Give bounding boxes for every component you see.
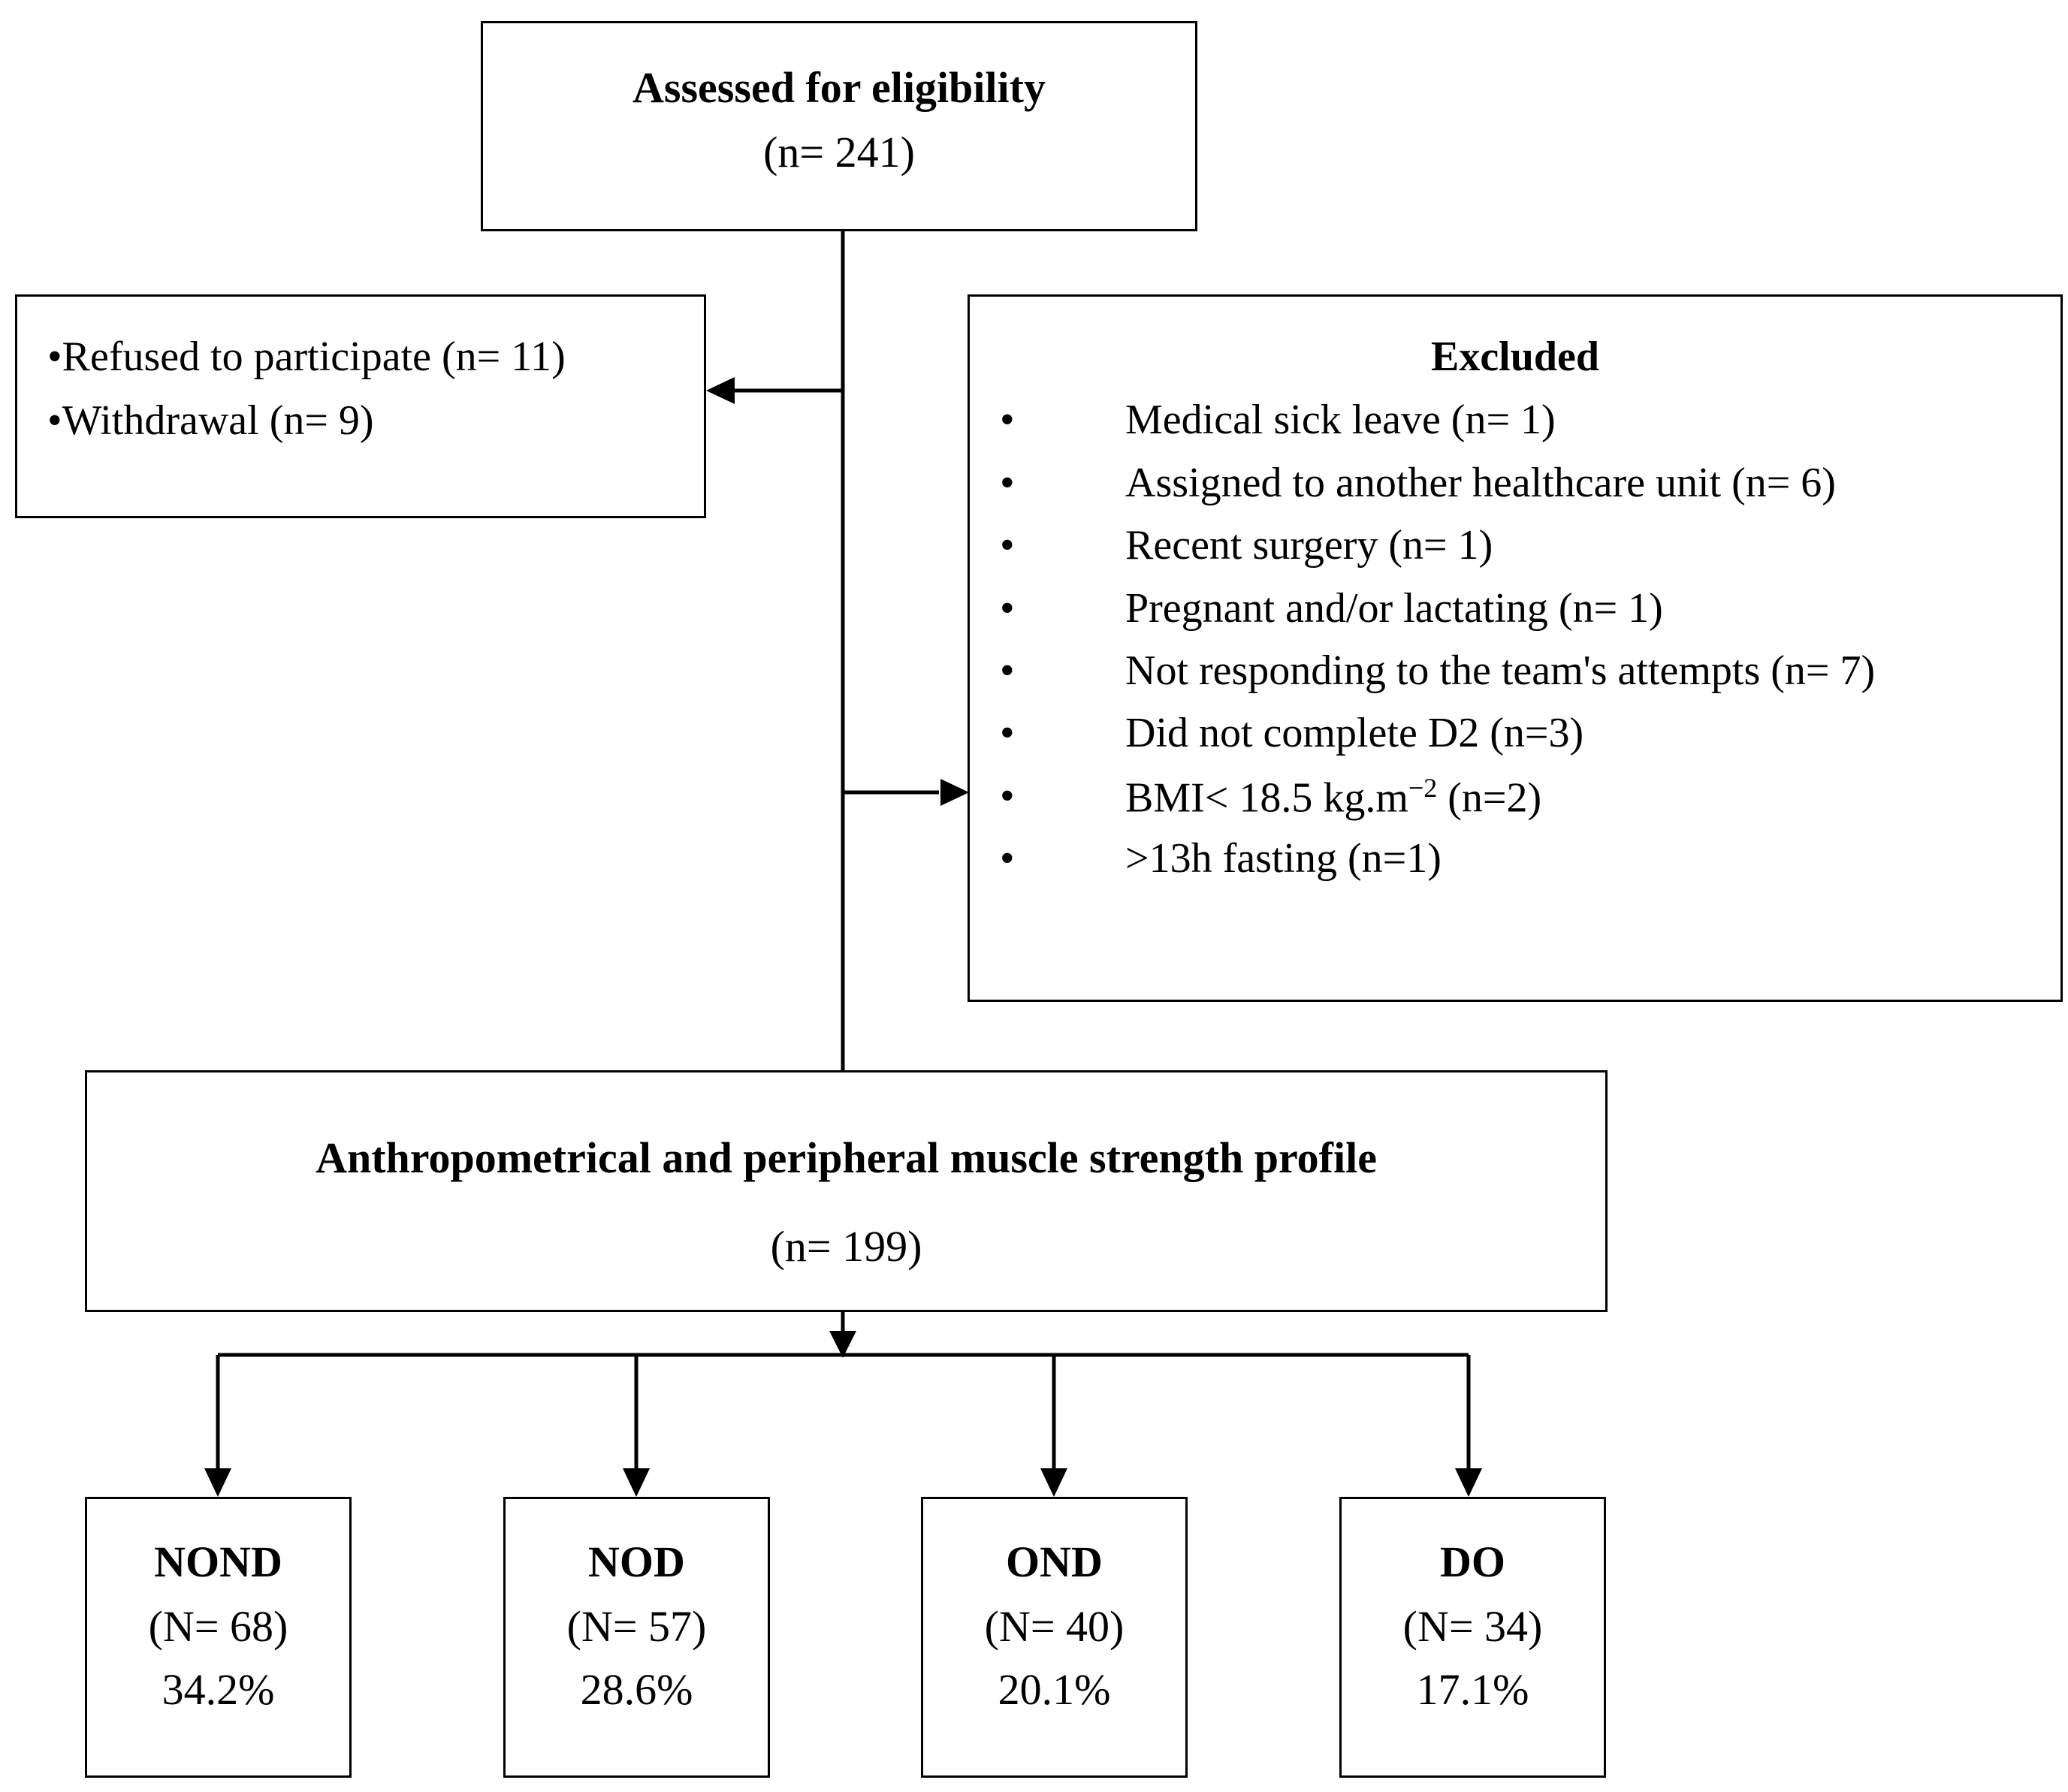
bullet-icon: • <box>1000 460 1015 506</box>
group-percent: 20.1% <box>998 1665 1111 1714</box>
left-exclusion-text: Withdrawal (n= 9) <box>62 397 374 444</box>
arrow-down-ond-icon <box>1040 1468 1067 1497</box>
bullet-icon: • <box>1000 710 1015 756</box>
bullet-icon: • <box>1000 397 1015 443</box>
assessed-box: Assessed for eligibility (n= 241) <box>481 21 1197 231</box>
bullet-icon: • <box>47 333 62 380</box>
bullet-icon: • <box>1000 585 1015 632</box>
bullet-icon: • <box>47 397 62 444</box>
bullet-icon: • <box>1000 835 1015 882</box>
left-exclusion-item: •Withdrawal (n= 9) <box>47 397 374 445</box>
excluded-box: Excluded • Medical sick leave (n= 1) • A… <box>968 294 2063 1002</box>
group-box-ond: OND (N= 40) 20.1% <box>921 1497 1188 1778</box>
arrow-down-do-icon <box>1455 1468 1482 1497</box>
profile-count: (n= 199) <box>770 1222 922 1271</box>
group-name: NOD <box>588 1537 685 1586</box>
group-box-do: DO (N= 34) 17.1% <box>1339 1497 1606 1778</box>
group-box-nond: NOND (N= 68) 34.2% <box>85 1497 352 1778</box>
group-count: (N= 40) <box>984 1602 1125 1651</box>
bullet-icon: • <box>1000 773 1015 819</box>
excluded-item: Not responding to the team's attempts (n… <box>1125 647 1876 694</box>
excluded-item: Recent surgery (n= 1) <box>1125 522 1493 569</box>
arrow-right-icon <box>940 779 969 806</box>
excluded-title: Excluded <box>1430 333 1600 380</box>
excluded-item: >13h fasting (n=1) <box>1125 835 1442 882</box>
group-count: (N= 34) <box>1402 1602 1543 1651</box>
bmi-count: (n=2) <box>1437 774 1542 822</box>
group-name: DO <box>1440 1537 1505 1586</box>
group-box-nod: NOD (N= 57) 28.6% <box>503 1497 770 1778</box>
excluded-item-bmi: BMI< 18.5 kg.m−2 (n=2) <box>1125 772 1541 822</box>
excluded-item: Assigned to another healthcare unit (n= … <box>1125 460 1836 506</box>
left-exclusion-item: •Refused to participate (n= 11) <box>47 333 566 381</box>
arrow-down-nod-icon <box>623 1468 650 1497</box>
group-percent: 34.2% <box>162 1665 275 1714</box>
bmi-superscript: −2 <box>1408 773 1438 803</box>
bmi-text: BMI< 18.5 kg.m <box>1125 774 1408 822</box>
group-percent: 28.6% <box>580 1665 693 1714</box>
group-name: NOND <box>154 1537 282 1586</box>
excluded-item: Pregnant and/or lactating (n= 1) <box>1125 585 1663 632</box>
left-exclusion-text: Refused to participate (n= 11) <box>62 333 566 380</box>
assessed-count: (n= 241) <box>763 128 915 176</box>
excluded-item: Did not complete D2 (n=3) <box>1125 710 1584 756</box>
bullet-icon: • <box>1000 647 1015 694</box>
profile-title: Anthropometrical and peripheral muscle s… <box>315 1133 1377 1182</box>
group-percent: 17.1% <box>1416 1665 1529 1714</box>
arrow-down-nond-icon <box>204 1468 231 1497</box>
group-name: OND <box>1006 1537 1103 1586</box>
assessed-title: Assessed for eligibility <box>632 63 1046 112</box>
bullet-icon: • <box>1000 522 1015 569</box>
group-count: (N= 68) <box>148 1602 288 1651</box>
excluded-item: Medical sick leave (n= 1) <box>1125 397 1556 443</box>
arrow-left-icon <box>706 377 735 404</box>
group-count: (N= 57) <box>566 1602 707 1651</box>
arrow-down-icon <box>829 1331 856 1358</box>
profile-box: Anthropometrical and peripheral muscle s… <box>85 1070 1608 1312</box>
left-exclusions-box: •Refused to participate (n= 11) •Withdra… <box>15 294 706 518</box>
